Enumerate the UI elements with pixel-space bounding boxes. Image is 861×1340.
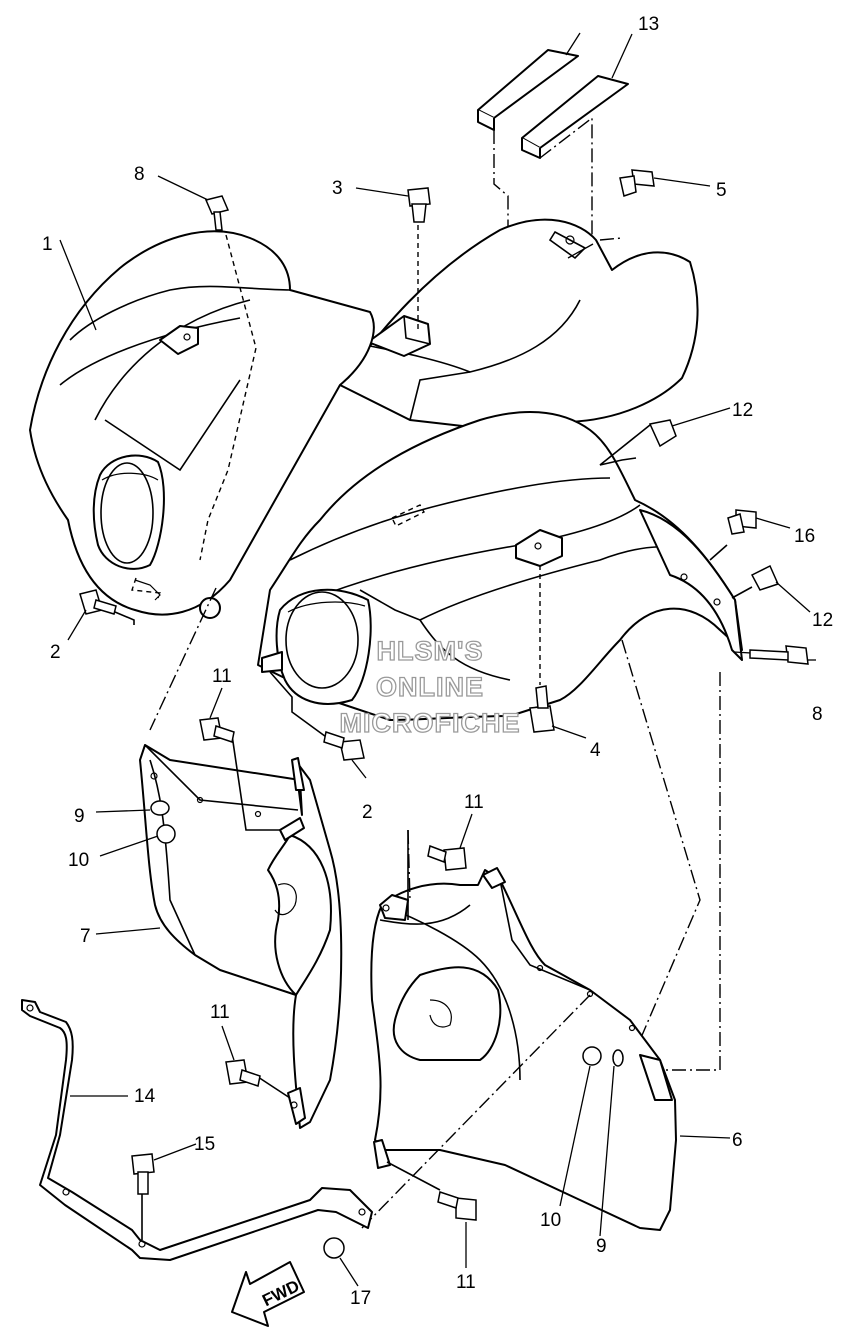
callout-16: 16 [794,526,815,547]
callout-9: 9 [74,806,85,827]
fasteners [79,169,809,1259]
screw-16 [727,509,757,535]
washer-9-right [612,1049,624,1067]
callout-6: 6 [732,1130,743,1151]
callout-11: 11 [464,792,484,813]
fwd-arrow-icon: FWD [231,1261,305,1327]
watermark-line-3: MICROFICHE [340,708,521,738]
screw-5 [619,169,655,197]
callout-4: 4 [590,740,601,761]
callout-11: 11 [456,1272,476,1293]
callout-5: 5 [716,180,727,201]
callout-12: 12 [812,610,833,631]
bolt-2-left [79,589,117,615]
bolt-15 [131,1153,155,1195]
nut-17 [323,1237,345,1259]
inner-panel-left-7 [139,734,343,1129]
bolt-3 [407,187,431,223]
bolt-8-right [749,645,809,665]
callout-7: 7 [80,926,91,947]
callout-8: 8 [812,704,823,725]
callout-2: 2 [50,642,61,663]
callout-9: 9 [596,1236,607,1257]
washer-9-left [150,800,170,816]
watermark: HLSM'S ONLINE MICROFICHE [339,635,521,738]
callout-labels: 1 2 2 3 4 5 6 7 8 8 9 9 10 10 11 11 11 1… [42,14,833,1309]
watermark-line-2: ONLINE [376,672,484,702]
inner-panel-right-6 [359,829,677,1231]
callout-11: 11 [210,1002,230,1023]
nut-10-right [582,1046,602,1066]
callout-15: 15 [194,1134,215,1155]
callout-2: 2 [362,802,373,823]
stay-bracket-14 [21,999,373,1261]
callout-1: 1 [42,234,53,255]
bolt-11-b [427,844,467,871]
nut-10-left [156,824,176,844]
bolt-2-lower [323,731,365,761]
watermark-line-1: HLSM'S [377,636,484,666]
bolt-11-c [225,1059,261,1087]
callout-leaders [59,32,816,1287]
screw-8-top [204,195,230,231]
callout-8: 8 [134,164,145,185]
clip-12-lower [750,564,780,591]
front-fender-1 [29,218,743,721]
callout-12: 12 [732,400,753,421]
callout-13: 13 [638,14,659,35]
trim-strips-13 [477,49,629,292]
bolt-11-d [437,1191,477,1221]
callout-14: 14 [134,1086,156,1107]
bolt-11-a [199,717,235,743]
callout-11: 11 [212,666,232,687]
callout-10: 10 [68,850,89,871]
clip-12-top [648,419,677,448]
screw-4 [529,685,555,733]
callout-17: 17 [350,1288,371,1309]
callout-3: 3 [332,178,343,199]
callout-10: 10 [540,1210,561,1231]
assembly-lines-upper [95,225,786,1071]
